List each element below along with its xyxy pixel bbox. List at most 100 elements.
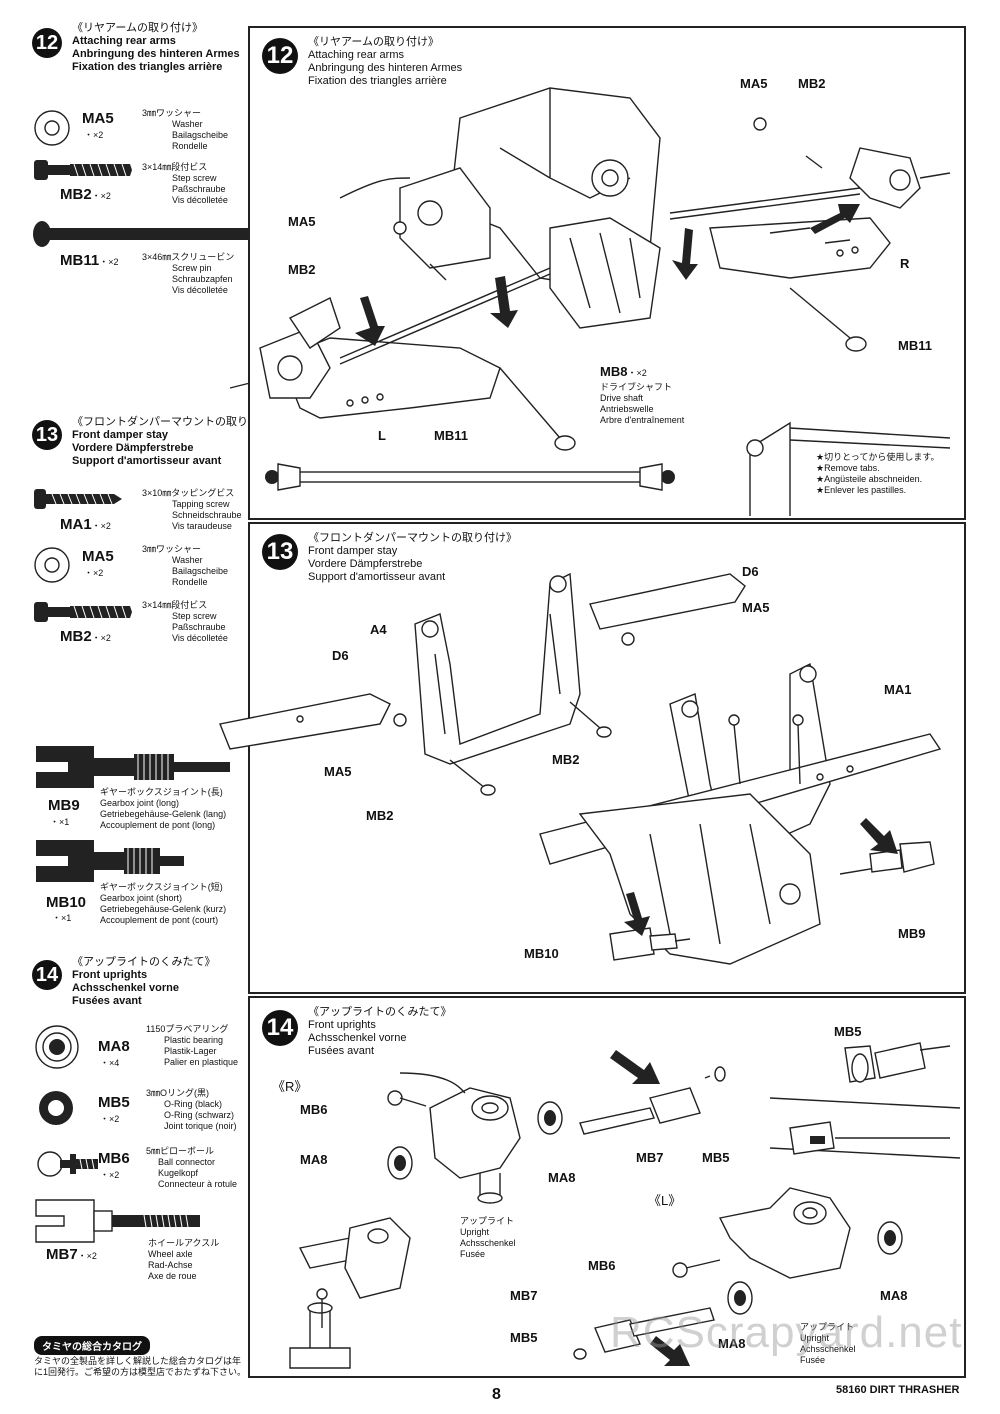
label-mb8: MB8・×2 <box>600 364 647 379</box>
part-code-mb2: MB2・×2 <box>60 628 111 645</box>
step-number-13: 13 <box>32 420 62 450</box>
part-code-mb9: MB9 <box>48 797 80 814</box>
part-code-ma5: MA5 <box>82 548 114 565</box>
label-mb10: MB10 <box>524 946 559 961</box>
label-ma8: MA8 <box>718 1336 746 1351</box>
label-ma5: MA5 <box>288 214 316 229</box>
desc-en: Step screw <box>172 173 217 183</box>
part-code-ma5: MA5 <box>82 110 114 127</box>
label-ma1: MA1 <box>884 682 912 697</box>
panel-14-title: 《アップライトのくみたて》 Front uprights Achsschenke… <box>308 1006 451 1058</box>
desc-fr: ★Enlever les pastilles. <box>816 485 907 495</box>
desc-jp: アップライト <box>460 1216 515 1226</box>
panel-12-jp: 《リヤアームの取り付け》 <box>308 36 440 48</box>
step-screw-icon <box>34 160 132 180</box>
part-code-mb2: MB2・×2 <box>60 186 111 203</box>
desc-en: Plastic bearing <box>164 1035 224 1045</box>
part-qty: ・×1 <box>50 817 70 827</box>
label-right-side: 《R》 <box>272 1079 308 1094</box>
desc-jp: ホイールアクスル <box>148 1238 220 1248</box>
step-number-12: 12 <box>32 28 62 58</box>
washer-icon <box>34 110 70 146</box>
desc-de: ★Angüsteile abschneiden. <box>816 474 923 484</box>
label-ma5: MA5 <box>742 600 770 615</box>
wheel-axle-icon <box>35 1199 200 1243</box>
part-code-ma1: MA1・×2 <box>60 516 111 533</box>
page-number: 8 <box>492 1386 501 1403</box>
desc-en: ★Remove tabs. <box>816 463 880 473</box>
part-qty: ・×2 <box>84 568 104 578</box>
panel-12-title: 《リヤアームの取り付け》 Attaching rear arms Anbring… <box>308 36 462 88</box>
part-qty: ・×4 <box>100 1058 120 1068</box>
part-qty: ・×1 <box>52 913 72 923</box>
step-screw-icon <box>34 602 132 622</box>
desc-fr: Accouplement de pont (long) <box>100 820 216 830</box>
part-code-mb5: MB5 <box>98 1094 130 1111</box>
panel-12-de: Anbringung des hinteren Armes <box>308 62 463 74</box>
part-desc-ma5: 3㎜ワッシャー Washer Bailagscheibe Rondelle <box>142 544 228 588</box>
step-12-title: 《リヤアームの取り付け》 Attaching rear arms Anbring… <box>72 22 240 74</box>
panel-13-en: Front damper stay <box>308 545 398 557</box>
desc-jp: ギヤーボックスジョイント(長) <box>100 787 223 797</box>
screw-pin-icon <box>33 221 268 247</box>
label-mb2: MB2 <box>798 76 826 91</box>
label-mb7: MB7 <box>636 1150 664 1165</box>
desc-jp: 3㎜Oリング(黒) <box>146 1088 210 1098</box>
desc-fr: Fusée <box>460 1249 486 1259</box>
panel-14-jp: 《アップライトのくみたて》 <box>308 1006 452 1018</box>
label-mb2: MB2 <box>288 262 316 277</box>
part-code-mb11: MB11・×2 <box>60 252 119 269</box>
desc-de: Paßschraube <box>172 622 226 632</box>
desc-de: Bailagscheibe <box>172 566 229 576</box>
label-mb9: MB9 <box>898 926 926 941</box>
bearing-icon <box>35 1025 79 1069</box>
label-mb2: MB2 <box>366 808 394 823</box>
desc-fr: Rondelle <box>172 577 208 587</box>
part-desc-ma1: 3×10㎜タッピングビス Tapping screw Schneidschrau… <box>142 488 242 532</box>
desc-en: Ball connector <box>158 1157 216 1167</box>
desc-de: Achsschenkel <box>800 1344 856 1354</box>
desc-de: Paßschraube <box>172 184 226 194</box>
label-mb7: MB7 <box>510 1288 538 1303</box>
desc-de: O-Ring (schwarz) <box>164 1110 235 1120</box>
front-damper-stay-illustration <box>219 572 942 965</box>
desc-jp: ドライブシャフト <box>600 382 673 392</box>
label-mb6: MB6 <box>300 1102 328 1117</box>
label-d6: D6 <box>742 564 759 579</box>
part-code-mb6: MB6 <box>98 1150 130 1167</box>
label-mb5: MB5 <box>510 1330 538 1345</box>
desc-en: Gearbox joint (long) <box>100 798 180 808</box>
panel-14-en: Front uprights <box>308 1019 376 1031</box>
step-14-jp: 《アップライトのくみたて》 <box>72 956 216 968</box>
desc-en: Washer <box>172 119 203 129</box>
label-mb11: MB11 <box>898 338 932 353</box>
step-14-en: Front uprights <box>72 969 148 981</box>
step-12-jp: 《リヤアームの取り付け》 <box>72 22 204 34</box>
catalog-heading: タミヤの総合カタログ <box>34 1336 150 1355</box>
label-mb6: MB6 <box>588 1258 616 1273</box>
desc-de: Rad-Achse <box>148 1260 193 1270</box>
desc-en: Upright <box>800 1333 830 1343</box>
desc-fr: Rondelle <box>172 141 208 151</box>
desc-en: Wheel axle <box>148 1249 193 1259</box>
desc-de: Schneidschraube <box>172 510 242 520</box>
part-desc-ma8: 1150プラベアリング Plastic bearing Plastik-Lage… <box>146 1024 238 1068</box>
label-r: R <box>900 256 910 271</box>
desc-en: Step screw <box>172 611 217 621</box>
desc-fr: Axe de roue <box>148 1271 197 1281</box>
part-desc-mb10: ギヤーボックスジョイント(短) Gearbox joint (short) Ge… <box>100 882 226 926</box>
upright-desc-r: アップライト Upright Achsschenkel Fusée <box>460 1216 516 1260</box>
desc-jp: 3×14㎜段付ビス <box>142 600 208 610</box>
desc-de: Schraubzapfen <box>172 274 233 284</box>
panel-12-fr: Fixation des triangles arrière <box>308 75 447 87</box>
step-14-de: Achsschenkel vorne <box>72 982 179 994</box>
desc-jp: 1150プラベアリング <box>146 1024 229 1034</box>
o-ring-icon <box>39 1091 73 1125</box>
part-desc-mb11: 3×46㎜スクリュービン Screw pin Schraubzapfen Vis… <box>142 252 234 296</box>
desc-jp: 3㎜ワッシャー <box>142 544 202 554</box>
step-13-title: 《フロントダンパーマウントの取り付け》 Front damper stay Vo… <box>72 416 281 468</box>
panel-13-fr: Support d'amortisseur avant <box>308 571 446 583</box>
part-qty: ・×2 <box>100 1114 120 1124</box>
gearbox-joint-long-icon <box>36 746 230 788</box>
step-12-de: Anbringung des hinteren Armes <box>72 48 240 60</box>
